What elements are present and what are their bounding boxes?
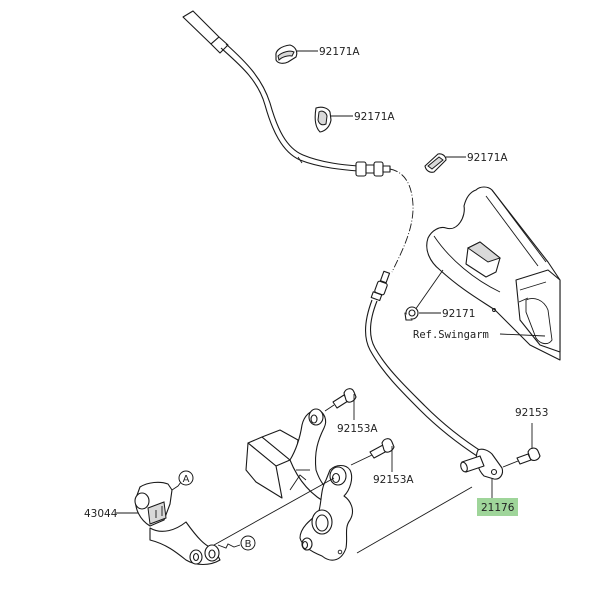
label-92171a-top: 92171A bbox=[319, 46, 360, 58]
highlight-box bbox=[477, 498, 518, 516]
swingarm-reference: Ref.Swingarm bbox=[413, 186, 561, 361]
sensor-21176 bbox=[460, 448, 504, 498]
label-21176[interactable]: 21176 bbox=[481, 502, 515, 514]
cable-grommet-lower bbox=[370, 270, 391, 302]
clamp-92171: 92171 bbox=[404, 269, 475, 321]
label-92153: 92153 bbox=[515, 407, 548, 419]
cable-connector bbox=[182, 10, 229, 54]
label-92153a-lower: 92153A bbox=[373, 474, 414, 486]
bolt-92153: 92153 bbox=[502, 407, 548, 468]
label-43044: 43044 bbox=[84, 508, 118, 520]
label-92171: 92171 bbox=[442, 308, 475, 320]
clip-92171a-top: 92171A bbox=[275, 44, 360, 64]
cable-grommet bbox=[355, 161, 391, 177]
bolt-92153a-lower: 92153A bbox=[350, 438, 414, 486]
sensor-cable bbox=[182, 10, 485, 459]
label-92171a-middle: 92171A bbox=[354, 111, 395, 123]
label-ref-swingarm: Ref.Swingarm bbox=[413, 329, 489, 341]
clip-92171a-middle: 92171A bbox=[314, 106, 395, 133]
label-92153a-upper: 92153A bbox=[337, 423, 378, 435]
callout-a: A bbox=[171, 470, 194, 491]
caliper-bracket bbox=[245, 408, 353, 561]
svg-text:A: A bbox=[183, 474, 190, 485]
clip-92171a-right: 92171A bbox=[424, 152, 508, 173]
svg-text:B: B bbox=[245, 539, 252, 550]
label-92171a-right: 92171A bbox=[467, 152, 508, 164]
bolt-92153a-upper: 92153A bbox=[324, 388, 378, 435]
label-21176-highlight[interactable]: 21176 bbox=[477, 498, 518, 516]
caliper-43044: 43044 bbox=[84, 481, 221, 566]
callout-b: B bbox=[217, 535, 256, 551]
